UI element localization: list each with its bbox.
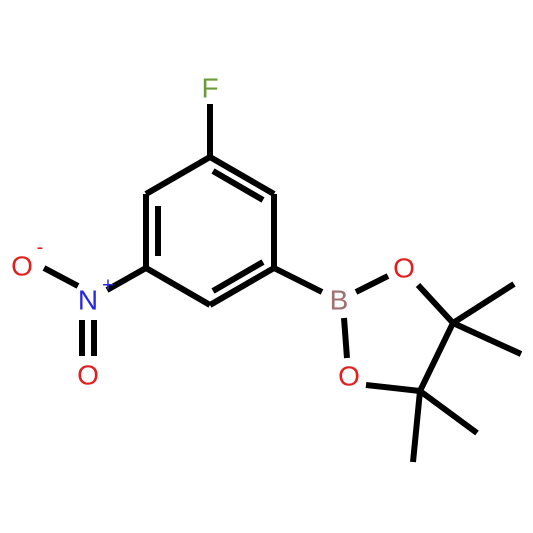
c-n-bond bbox=[105, 265, 148, 293]
ring-bond bbox=[208, 265, 276, 308]
methyl-bond bbox=[410, 390, 423, 463]
ring-bond bbox=[208, 154, 276, 197]
ring-oxygen-top-label: O bbox=[393, 252, 415, 283]
nitro-oxygen-double-label: O bbox=[77, 359, 99, 390]
nitro-oxygen-minus-label: O bbox=[11, 250, 33, 281]
c-b-bond bbox=[272, 265, 324, 295]
fluorine-label: F bbox=[201, 72, 218, 103]
nitrogen-label: N bbox=[78, 284, 98, 315]
nitrogen-charge: + bbox=[102, 274, 114, 296]
c-c-bond bbox=[417, 321, 456, 393]
methyl-bond bbox=[451, 281, 516, 326]
n-o-bond bbox=[42, 265, 80, 289]
b-o-bond bbox=[354, 273, 390, 295]
methyl-bond bbox=[418, 388, 479, 436]
ring-bond bbox=[144, 154, 212, 197]
ring-bond bbox=[144, 265, 212, 308]
nitro-oxygen-charge: - bbox=[37, 236, 44, 258]
methyl-bond bbox=[451, 320, 523, 357]
ring-double-bond bbox=[211, 259, 265, 294]
boron-label: B bbox=[330, 284, 349, 315]
o-c-bond bbox=[365, 382, 421, 394]
b-o-bond bbox=[341, 317, 350, 359]
o-c-bond bbox=[415, 282, 456, 326]
ring-oxygen-bottom-label: O bbox=[338, 360, 360, 391]
atom-labels: F B O O N + O - O bbox=[11, 72, 415, 391]
bonds bbox=[42, 104, 523, 463]
ring-double-bond bbox=[211, 168, 265, 203]
